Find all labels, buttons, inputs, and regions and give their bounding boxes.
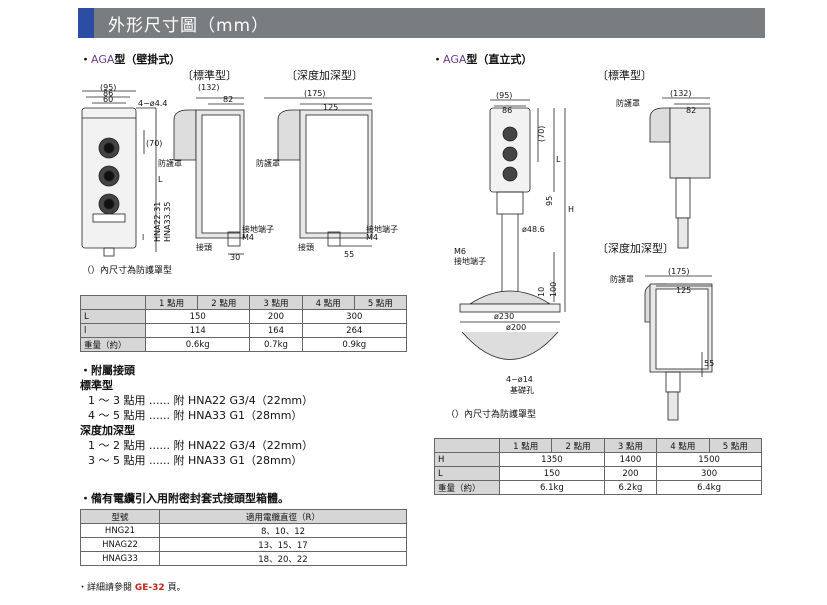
std-ground-label: 接地端子 (242, 224, 274, 234)
footer-note: ・詳細請參閱 GE-32 頁。 (78, 583, 186, 593)
dim-front-86: 86 (103, 89, 113, 98)
page-header: 外形尺寸圖（mm） (78, 8, 765, 38)
dim-front-pipe: ø48.6 (522, 225, 545, 234)
table-row: 重量（約） 0.6kg 0.7kg 0.9kg (80, 337, 408, 352)
cable-table: 型號 適用電纜直徑（R） HNG21 8、10、12 HNAG22 13、15、… (80, 509, 407, 566)
std-cover-label: 防護罩 (616, 98, 640, 108)
col-header: 型號 (80, 509, 160, 524)
accessory-std-title: 標準型 (80, 379, 113, 392)
front-ground-label: 接地端子 (454, 256, 486, 266)
dim-deep-175: (175) (668, 267, 690, 276)
table-corner (80, 295, 146, 310)
dim-std-82: 82 (223, 95, 233, 104)
dim-std-30: 30 (230, 253, 240, 262)
cable-title: ・備有電纜引入用附密封套式接頭型箱體。 (80, 492, 289, 505)
deep-cover-label: 防護罩 (256, 158, 280, 168)
dim-deep-125: 125 (676, 286, 691, 295)
dim-std-132: (132) (198, 83, 220, 92)
accessory-deep-title: 深度加深型 (80, 424, 135, 437)
col-header: 適用電纜直徑（R） (159, 509, 407, 524)
table-row: l 114 164 264 (80, 323, 408, 338)
deep-m4-label: M4 (366, 233, 378, 242)
deep-connector-label: 接頭 (298, 242, 314, 252)
right-drawing: (95) 86 (70) L 95 H ø48.6 M6 接地端子 10 100… (454, 89, 714, 421)
col-header: 2 點用 (551, 438, 605, 453)
dim-front-86: 86 (502, 106, 512, 115)
dim-front-95: (95) (496, 91, 512, 100)
accessory-line: 3 ～ 5 點用 ...... 附 HNA33 G1（28mm） (88, 454, 303, 467)
accessory-line: 1 ～ 3 點用 ...... 附 HNA22 G3/4（22mm） (88, 394, 314, 407)
deep-ground-label: 接地端子 (366, 224, 398, 234)
col-header: 3 點用 (603, 438, 658, 453)
deep-cover-label: 防護罩 (610, 274, 634, 284)
std-m4-label: M4 (242, 233, 254, 242)
dim-deep-55: 55 (704, 359, 714, 368)
table-row: L 150 200 300 (80, 309, 408, 324)
left-deep-label: 〔深度加深型〕 (286, 69, 363, 82)
dim-front-holes: 4−ø4.4 (138, 99, 167, 108)
dim-front-L: L (556, 155, 561, 164)
dim-front-H: H (568, 205, 574, 214)
col-header: 4 點用 (656, 438, 710, 453)
std-connector-label: 接頭 (196, 242, 212, 252)
table-row: HNG21 8、10、12 (80, 523, 407, 538)
dim-front-95: (95) (100, 83, 116, 92)
table-row: H 1350 1400 1500 (434, 452, 762, 467)
dim-front-95b: 95 (545, 196, 554, 206)
dim-deep-125: 125 (323, 103, 338, 112)
accessory-line: 1 ～ 2 點用 ...... 附 HNA22 G3/4（22mm） (88, 439, 314, 452)
dim-deep-55: 55 (344, 250, 354, 259)
table-row: 重量（約） 6.1kg 6.2kg 6.4kg (434, 480, 762, 495)
dim-front-l: l (142, 233, 144, 242)
col-header: 5 點用 (353, 295, 408, 310)
right-section-title: ・AGA型（直立式） (432, 53, 533, 66)
hna22-label: HNA22.31 (153, 202, 162, 242)
dim-front-100: 100 (549, 282, 558, 297)
dim-front-10: 10 (537, 287, 546, 297)
right-deep-label: 〔深度加深型〕 (597, 242, 674, 255)
dim-front-60: 60 (103, 95, 113, 104)
col-header: 1 點用 (144, 295, 199, 310)
header-accent (78, 8, 94, 38)
dim-front-230: ø230 (494, 312, 514, 321)
dim-front-70: (70) (537, 126, 546, 142)
right-spec-table: 1 點用 2 點用 3 點用 4 點用 5 點用 H 1350 1400 150… (434, 438, 763, 495)
accessory-block: ・附屬接頭 標準型 1 ～ 3 點用 ...... 附 HNA22 G3/4（2… (80, 363, 410, 468)
dim-front-holes: 4−ø14 (506, 375, 533, 384)
footer-page-ref[interactable]: GE-32 (134, 583, 165, 593)
dim-front-70: (70) (146, 139, 162, 148)
dim-deep-175: (175) (304, 89, 326, 98)
page-title: 外形尺寸圖（mm） (108, 16, 270, 36)
left-section-title: ・AGA型（壁掛式） (80, 53, 181, 66)
table-row: L 150 200 300 (434, 466, 762, 481)
dim-std-82: 82 (686, 106, 696, 115)
hna33-label: HNA33.35 (163, 202, 172, 242)
col-header: 3 點用 (249, 295, 303, 310)
accessory-title: 附屬接頭 (91, 364, 135, 377)
front-foundation-label: 基礎孔 (510, 385, 534, 395)
table-row: HNAG33 18、20、22 (80, 551, 407, 566)
left-std-label: 〔標準型〕 (182, 69, 237, 82)
dim-std-132: (132) (670, 89, 692, 98)
table-row: HNAG22 13、15、17 (80, 537, 407, 552)
left-drawing: (95) 86 60 4−ø4.4 (70) L l (132) 82 防護罩 … (81, 83, 398, 262)
col-header: 1 點用 (498, 438, 553, 453)
right-std-label: 〔標準型〕 (597, 69, 652, 82)
left-spec-table: 1 點用 2 點用 3 點用 4 點用 5 點用 L 150 200 300 l… (80, 295, 408, 352)
col-header: 4 點用 (301, 295, 355, 310)
dim-front-200: ø200 (506, 323, 526, 332)
col-header: 2 點用 (197, 295, 251, 310)
right-inner-note: （）內尺寸為防護罩型 (446, 410, 537, 420)
dim-front-L: L (158, 175, 163, 184)
dim-front-m6: M6 (454, 247, 466, 256)
table-corner (434, 438, 500, 453)
accessory-line: 4 ～ 5 點用 ...... 附 HNA33 G1（28mm） (88, 409, 303, 422)
std-cover-label: 防護罩 (158, 158, 182, 168)
left-inner-note: （）內尺寸為防護罩型 (82, 266, 173, 276)
col-header: 5 點用 (708, 438, 763, 453)
